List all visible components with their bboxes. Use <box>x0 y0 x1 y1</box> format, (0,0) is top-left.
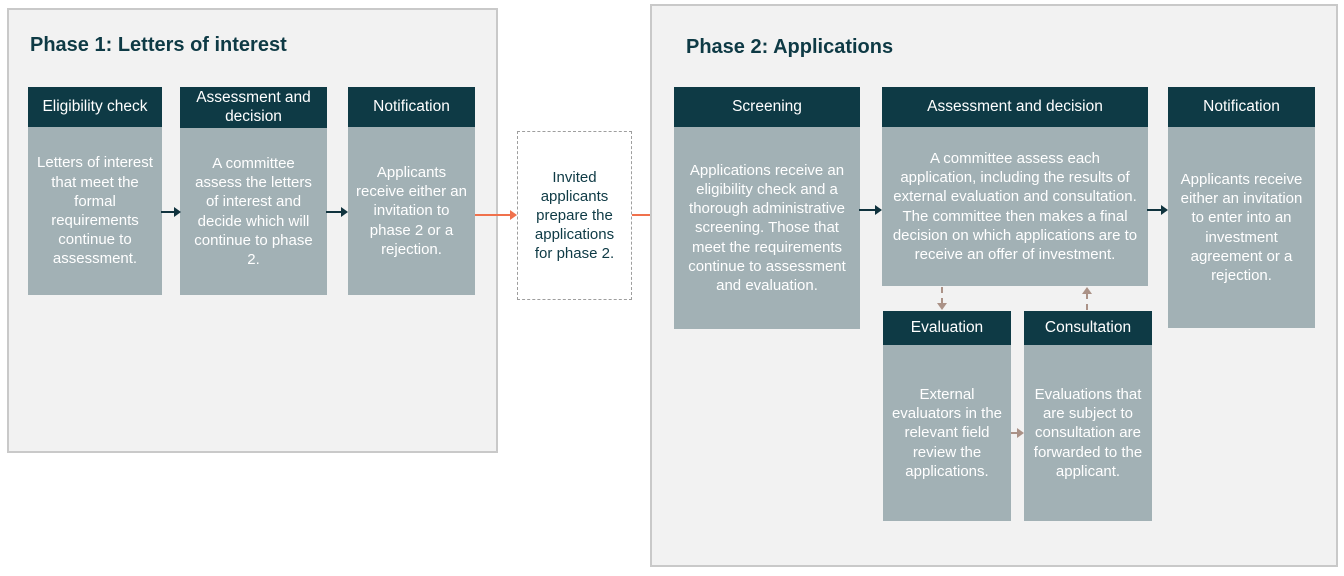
arrowhead-icon <box>174 207 181 217</box>
step-body: A committee assess each application, inc… <box>882 127 1148 286</box>
step-header: Notification <box>1168 87 1315 127</box>
step-body-text: Applications receive an eligibility chec… <box>688 161 846 294</box>
arrow-assessment-to-evaluation <box>936 287 948 310</box>
step-body: A committee assess the letters of intere… <box>180 128 327 295</box>
step-header: Screening <box>674 87 860 127</box>
transition-text: Invited applicants prepare the applicati… <box>534 168 615 263</box>
step-body-text: A committee assess the letters of intere… <box>194 155 313 268</box>
step-notification-p1: Notification Applicants receive either a… <box>348 87 475 295</box>
step-body: Applications receive an eligibility chec… <box>674 127 860 329</box>
step-assessment-decision-p1: Assessment and decision A committee asse… <box>180 87 327 295</box>
step-body: External evaluators in the relevant fiel… <box>883 345 1011 521</box>
step-body: Letters of interest that meet the formal… <box>28 127 162 295</box>
arrow-assessment-to-notification-p1 <box>326 206 348 218</box>
arrow-notification-to-transition <box>475 209 517 221</box>
step-body-text: Letters of interest that meet the formal… <box>37 154 153 268</box>
arrow-shaft <box>326 211 343 213</box>
step-body: Applicants receive either an invitation … <box>348 127 475 295</box>
arrowhead-icon <box>937 303 947 310</box>
step-header: Assessment and decision <box>180 87 327 129</box>
step-body-text: A committee assess each application, inc… <box>892 149 1138 263</box>
step-header: Assessment and decision <box>882 87 1148 127</box>
step-consultation: Consultation Evaluations that are subjec… <box>1024 311 1152 521</box>
transition-note: Invited applicants prepare the applicati… <box>517 131 632 300</box>
arrowhead-icon <box>1161 205 1168 215</box>
arrow-shaft <box>1147 209 1163 211</box>
step-header: Evaluation <box>883 311 1011 345</box>
phase1-title: Phase 1: Letters of interest <box>30 34 287 56</box>
arrow-consultation-to-assessment <box>1081 287 1093 310</box>
step-header: Consultation <box>1024 311 1152 345</box>
step-evaluation: Evaluation External evaluators in the re… <box>883 311 1011 521</box>
phase2-title: Phase 2: Applications <box>686 36 894 58</box>
arrow-shaft <box>161 211 176 213</box>
step-eligibility-check: Eligibility check Letters of interest th… <box>28 87 162 295</box>
arrow-eligibility-to-assessment <box>161 206 181 218</box>
step-notification-p2: Notification Applicants receive either a… <box>1168 87 1315 328</box>
arrow-screening-to-assessment <box>859 204 882 216</box>
step-body: Evaluations that are subject to consulta… <box>1024 345 1152 521</box>
arrowhead-icon <box>510 210 517 220</box>
arrowhead-icon <box>875 205 882 215</box>
arrowhead-icon <box>1017 428 1024 438</box>
step-screening: Screening Applications receive an eligib… <box>674 87 860 329</box>
arrow-shaft <box>941 287 943 304</box>
step-body-text: Applicants receive either an invitation … <box>1180 170 1303 284</box>
step-body-text: Applicants receive either an invitation … <box>356 164 467 258</box>
step-body: Applicants receive either an invitation … <box>1168 127 1315 328</box>
arrow-shaft <box>1011 432 1019 434</box>
arrow-shaft <box>859 209 877 211</box>
step-body-text: External evaluators in the relevant fiel… <box>891 386 1003 480</box>
step-header: Eligibility check <box>28 87 162 127</box>
arrow-evaluation-to-consultation <box>1011 427 1024 439</box>
arrow-shaft <box>1086 293 1088 310</box>
step-body-text: Evaluations that are subject to consulta… <box>1033 386 1143 480</box>
arrowhead-icon <box>1082 287 1092 294</box>
step-header: Notification <box>348 87 475 127</box>
arrow-shaft <box>475 214 512 216</box>
arrow-assessment-to-notification-p2 <box>1147 204 1168 216</box>
step-assessment-decision-p2: Assessment and decision A committee asse… <box>882 87 1148 286</box>
arrowhead-icon <box>341 207 348 217</box>
